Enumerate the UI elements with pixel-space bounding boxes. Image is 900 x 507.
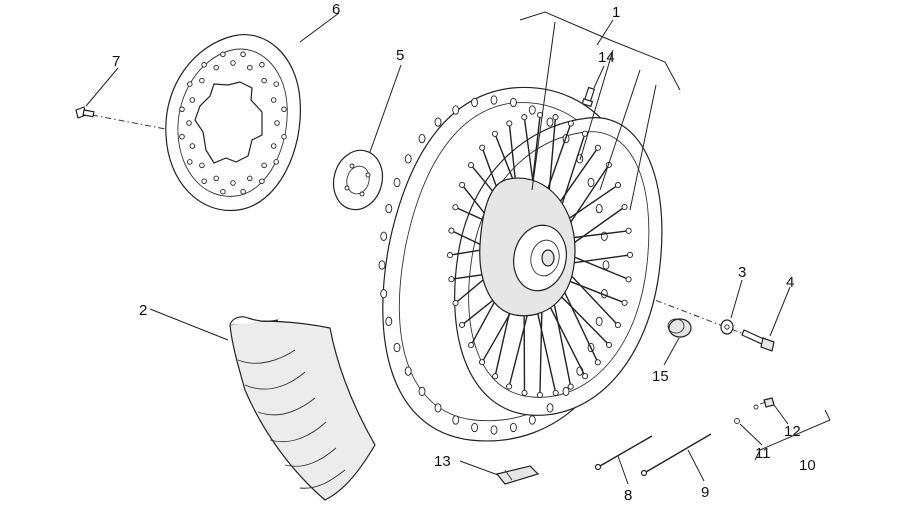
- callout-14: 14: [598, 49, 615, 66]
- valve-stem: [581, 86, 596, 108]
- callout-11: 11: [755, 445, 771, 462]
- callout-12: 12: [784, 423, 801, 440]
- callout-9: 9: [701, 484, 709, 501]
- callout-8: 8: [624, 487, 632, 504]
- balance-weight: [495, 465, 540, 485]
- callout-1: 1: [612, 4, 620, 21]
- brake-disc: [165, 34, 301, 212]
- callout-2: 2: [139, 302, 147, 319]
- wheel-rim-assembly: [378, 86, 663, 442]
- spoke-short: [594, 435, 653, 471]
- callout-15: 15: [652, 368, 669, 385]
- abs-tone-ring: [332, 149, 384, 211]
- washer: [720, 319, 734, 335]
- spoke-nipple: [734, 404, 759, 424]
- callout-7: 7: [112, 53, 120, 70]
- spoke-long: [640, 433, 712, 477]
- bracket-assembly-10: [754, 409, 831, 461]
- spoke-nipple-cap: [759, 397, 775, 408]
- callout-10: 10: [799, 457, 816, 474]
- tire: [229, 316, 376, 501]
- axle-bolt: [741, 329, 775, 352]
- callout-13: 13: [434, 453, 451, 470]
- brake-disc-carrier: [194, 81, 263, 164]
- brake-disc-bolt: [75, 106, 95, 119]
- callout-6: 6: [332, 1, 340, 18]
- callout-4: 4: [786, 274, 794, 291]
- brake-disc-holes: [179, 51, 287, 195]
- callout-5: 5: [396, 47, 404, 64]
- leader-lines: [85, 12, 791, 485]
- bracket-assembly-1: [519, 11, 681, 91]
- hub-cap: [667, 318, 692, 338]
- callout-3: 3: [738, 264, 746, 281]
